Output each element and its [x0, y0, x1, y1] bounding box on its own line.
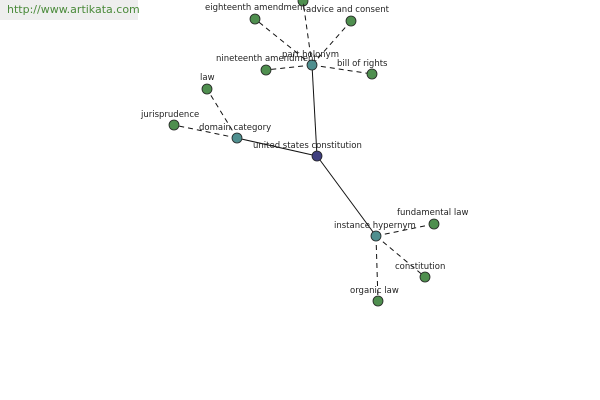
- edge-part-holonym-bill-of-rights: [311, 64, 373, 75]
- edge-part-holonym-eighteenth-amendment: [254, 18, 313, 66]
- node-bill-of-rights[interactable]: [366, 68, 378, 80]
- edge-domain-category-law: [206, 88, 238, 139]
- label-instance-hypernym: instance hypernym: [334, 221, 416, 231]
- node-top-partial[interactable]: [297, 0, 309, 7]
- label-constitution: constitution: [395, 262, 445, 272]
- label-nineteenth-amendment: nineteenth amendment: [216, 54, 317, 64]
- node-fundamental-law[interactable]: [428, 218, 440, 230]
- node-organic-law[interactable]: [372, 295, 384, 307]
- node-constitution[interactable]: [419, 271, 431, 283]
- edge-part-holonym-advice-and-consent: [311, 20, 352, 66]
- node-law[interactable]: [201, 83, 213, 95]
- label-united-states-constitution: united states constitution: [253, 141, 362, 151]
- label-law: law: [200, 73, 215, 83]
- node-eighteenth-amendment[interactable]: [249, 13, 261, 25]
- label-fundamental-law: fundamental law: [397, 208, 468, 218]
- node-domain-category[interactable]: [231, 132, 243, 144]
- node-jurisprudence[interactable]: [168, 119, 180, 131]
- node-part-holonym[interactable]: [306, 59, 318, 71]
- label-part-holonym: part holonym: [282, 50, 339, 60]
- label-jurisprudence: jurisprudence: [140, 110, 199, 120]
- edge-part-holonym-nineteenth-amendment: [265, 64, 313, 71]
- node-nineteenth-amendment[interactable]: [260, 64, 272, 76]
- edge-center-domain-category: [236, 137, 318, 157]
- label-bill-of-rights: bill of rights: [337, 59, 388, 69]
- node-instance-hypernym[interactable]: [370, 230, 382, 242]
- edge-instance-hypernym-organic-law: [375, 235, 379, 302]
- label-organic-law: organic law: [350, 286, 399, 296]
- edge-instance-hypernym-constitution: [375, 235, 426, 278]
- edge-instance-hypernym-fundamental-law: [375, 223, 435, 237]
- edge-domain-category-jurisprudence: [173, 124, 238, 139]
- edge-center-instance-hypernym: [316, 155, 377, 237]
- node-advice-and-consent[interactable]: [345, 15, 357, 27]
- node-united-states-constitution[interactable]: [311, 150, 323, 162]
- edge-center-part-holonym: [311, 64, 318, 157]
- label-domain-category: domain category: [199, 123, 271, 133]
- watermark-link[interactable]: http://www.artikata.com: [0, 0, 140, 20]
- label-eighteenth-amendment: eighteenth amendment: [205, 3, 306, 13]
- edge-part-holonym-top: [302, 0, 313, 66]
- label-advice-and-consent: advice and consent: [306, 5, 390, 15]
